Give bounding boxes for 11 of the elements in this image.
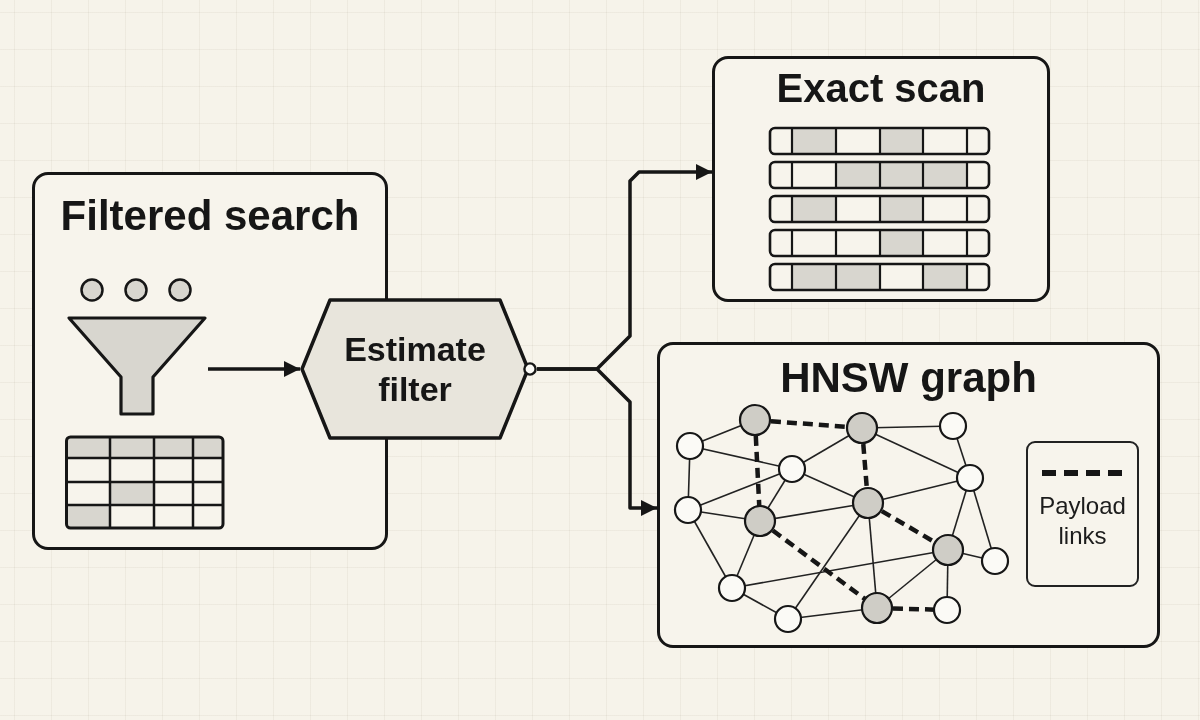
process-hexagon — [300, 298, 537, 440]
arrow — [537, 367, 657, 516]
panel-title: Exact scan — [776, 65, 986, 112]
panel — [712, 56, 1050, 302]
legend-label: Payload links — [1038, 491, 1127, 551]
arrow — [208, 361, 300, 377]
panel-title: HNSW graph — [780, 354, 1037, 402]
panel-title: Filtered search — [60, 192, 360, 240]
panel — [657, 342, 1160, 648]
node-label: Estimate filter — [343, 329, 487, 409]
funnel-illustration — [66, 276, 208, 416]
